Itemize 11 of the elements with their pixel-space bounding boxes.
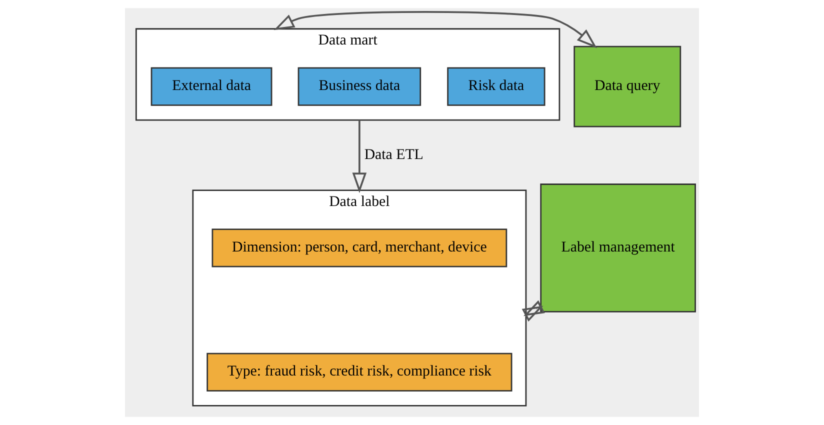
node-box: Risk data xyxy=(447,67,546,106)
edge-label: Data ETL xyxy=(364,146,424,163)
node-box: Type: fraud risk, credit risk, compliance risk xyxy=(206,352,512,392)
node-box: Business data xyxy=(298,67,422,106)
node-box: External data xyxy=(150,67,272,106)
node-box: Dimension: person, card, merchant, device xyxy=(212,228,508,268)
node-box: Label management xyxy=(540,184,696,312)
arrow xyxy=(352,120,367,194)
arrow xyxy=(522,300,545,322)
arrow xyxy=(274,10,598,48)
node-box: Data query xyxy=(574,46,682,128)
